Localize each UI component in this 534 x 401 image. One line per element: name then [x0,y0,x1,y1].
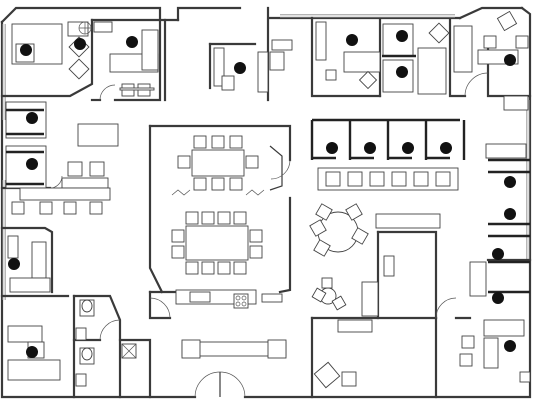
center-top-room [213,39,293,93]
plant-icon [26,112,38,124]
plant-icon [504,340,516,352]
plant-icon [20,44,32,56]
kitchen-counter [175,289,283,309]
furniture [5,10,531,389]
plant-icon [126,36,138,48]
cubicles-top [382,22,450,95]
room-right-centre [361,255,395,317]
plant-icon [492,292,504,304]
left-workstations [5,101,119,215]
reception-counter [181,339,287,359]
plant-icon [396,66,408,78]
plant-icon [74,38,86,50]
plant-icon [364,142,376,154]
bench-cubicles [310,118,466,191]
plant-icon [504,54,516,66]
door-swings [49,72,489,341]
plant-icon [8,258,20,270]
plant-icon [504,208,516,220]
plant-icon [402,142,414,154]
plant-icon [396,30,408,42]
exterior-walls [0,6,532,399]
restrooms [75,299,137,387]
plant-icon [234,62,246,74]
plant-icon [440,142,452,154]
plant-icon [26,346,38,358]
entrance-doors [194,371,246,398]
office-top-right-b [453,10,529,111]
interior-walls [0,16,532,399]
office-top-right-a [315,21,381,90]
plant-icon [346,34,358,46]
plant-icon [326,142,338,154]
right-cubicles [469,143,530,297]
conference-table-lower [171,211,263,275]
office-bottom-right [459,319,531,383]
room-bottom-centre-right [313,319,373,389]
plant-icon [504,176,516,188]
conference-table-upper [171,135,283,196]
plants [8,30,516,358]
office-top-second [109,29,159,97]
office-left-middle [7,235,51,293]
plant-icon [492,248,504,260]
plant-icon [26,158,38,170]
round-table-area [309,203,441,311]
